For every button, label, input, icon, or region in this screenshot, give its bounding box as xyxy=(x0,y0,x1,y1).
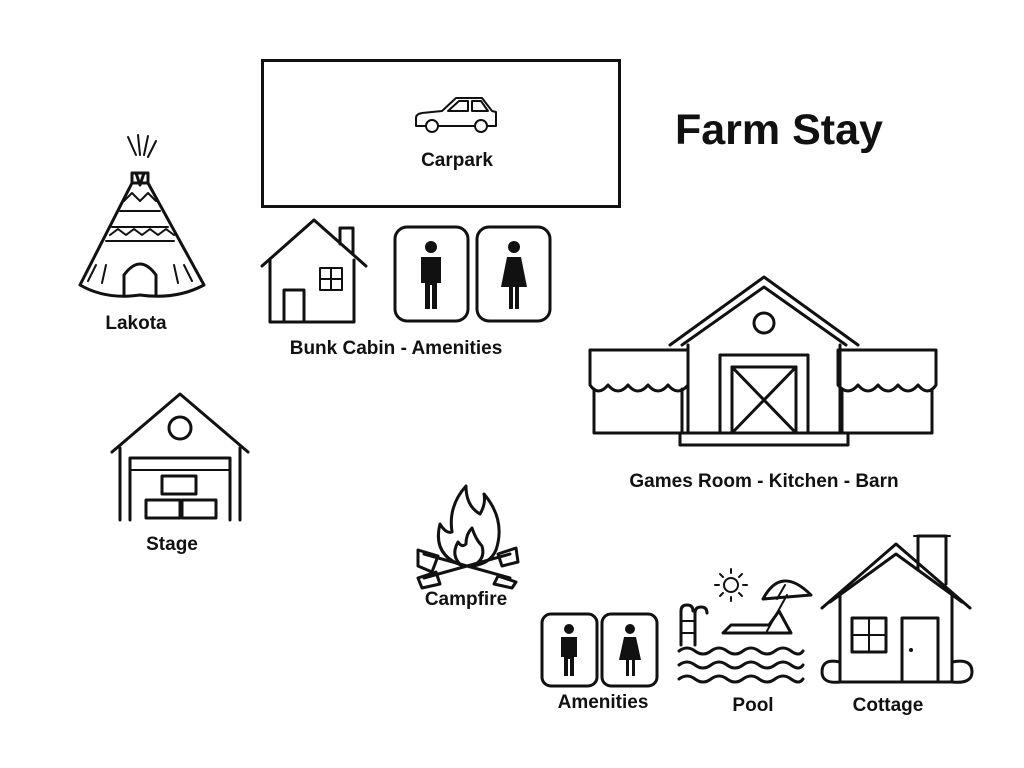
stage-label: Stage xyxy=(146,534,198,555)
amenities-label: Amenities xyxy=(557,692,649,713)
carpark-label: Carpark xyxy=(421,150,493,171)
car-icon xyxy=(415,97,497,133)
barn-icon[interactable] xyxy=(586,275,941,450)
games-room-label: Games Room - Kitchen - Barn xyxy=(629,471,899,492)
pool-label: Pool xyxy=(732,695,774,716)
cottage-label: Cottage xyxy=(852,695,924,716)
house-icon[interactable] xyxy=(260,218,370,326)
campfire-label: Campfire xyxy=(424,589,508,610)
restroom-icon[interactable] xyxy=(540,612,660,688)
campfire-icon[interactable] xyxy=(414,484,522,590)
pool-icon[interactable] xyxy=(673,565,813,691)
carpark-area[interactable] xyxy=(261,59,621,208)
map-title: Farm Stay xyxy=(675,106,883,154)
tipi-icon[interactable] xyxy=(76,134,211,305)
lakota-label: Lakota xyxy=(105,313,167,334)
garage-icon[interactable] xyxy=(108,390,253,524)
bunk-cabin-label: Bunk Cabin - Amenities xyxy=(289,338,503,359)
restroom-icon[interactable] xyxy=(393,225,553,323)
cottage-icon[interactable] xyxy=(818,532,978,688)
